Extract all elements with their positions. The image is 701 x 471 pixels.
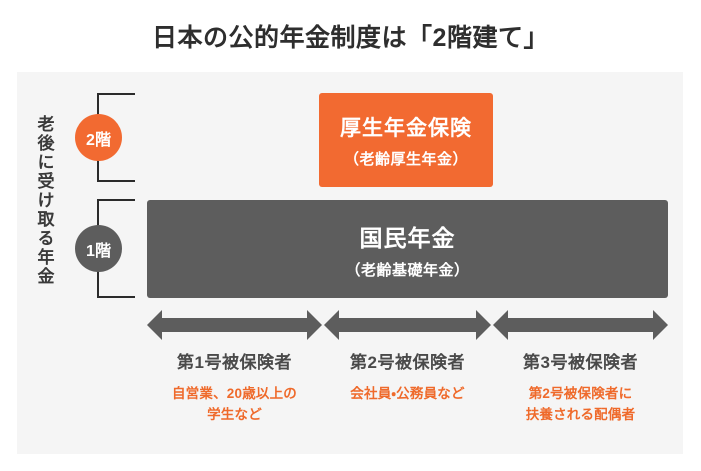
category-label-2: 第2号被保険者 会社員・公務員など [324, 348, 491, 405]
tier-box-employees-pension: 厚生年金保険 （老齢厚生年金） [319, 93, 493, 187]
tier-box-national-pension-title: 国民年金 [359, 224, 456, 251]
category-title-1: 第1号被保険者 [177, 353, 292, 372]
arrow-right-head-icon [307, 310, 322, 340]
category-label-1: 第1号被保険者 自営業、20歳以上の学生など [147, 348, 322, 426]
page-title: 日本の公的年金制度は「2階建て」 [152, 24, 549, 52]
category-subtitle-3: 第2号被保険者に扶養される配偶者 [525, 386, 636, 422]
category-subtitle-1: 自営業、20歳以上の学生など [171, 386, 298, 422]
tier-box-employees-pension-title: 厚生年金保険 [340, 116, 472, 140]
arrow-shaft [161, 318, 308, 332]
arrow-category-2 [324, 310, 491, 340]
category-title-3: 第3号被保険者 [523, 353, 638, 372]
arrow-right-head-icon [653, 310, 668, 340]
category-label-3: 第3号被保険者 第2号被保険者に扶養される配偶者 [493, 348, 668, 426]
tier-box-national-pension: 国民年金 （老齢基礎年金） [147, 200, 668, 298]
category-subtitle-2: 会社員・公務員など [350, 386, 465, 401]
tier-box-employees-pension-subtitle: （老齢厚生年金） [343, 150, 468, 168]
arrow-shaft [338, 318, 477, 332]
badge-floor-2: 2階 [75, 114, 122, 161]
arrow-right-head-icon [476, 310, 491, 340]
arrow-left-head-icon [324, 310, 339, 340]
arrow-left-head-icon [147, 310, 162, 340]
badge-floor-1: 1階 [75, 225, 122, 272]
arrow-left-head-icon [493, 310, 508, 340]
arrow-category-3 [493, 310, 668, 340]
category-title-2: 第2号被保険者 [350, 353, 465, 372]
side-label-pension-received-after-retirement: 老後に受け取る年金 [34, 114, 54, 286]
tier-box-national-pension-subtitle: （老齢基礎年金） [345, 261, 470, 279]
arrow-category-1 [147, 310, 322, 340]
arrow-shaft [507, 318, 654, 332]
